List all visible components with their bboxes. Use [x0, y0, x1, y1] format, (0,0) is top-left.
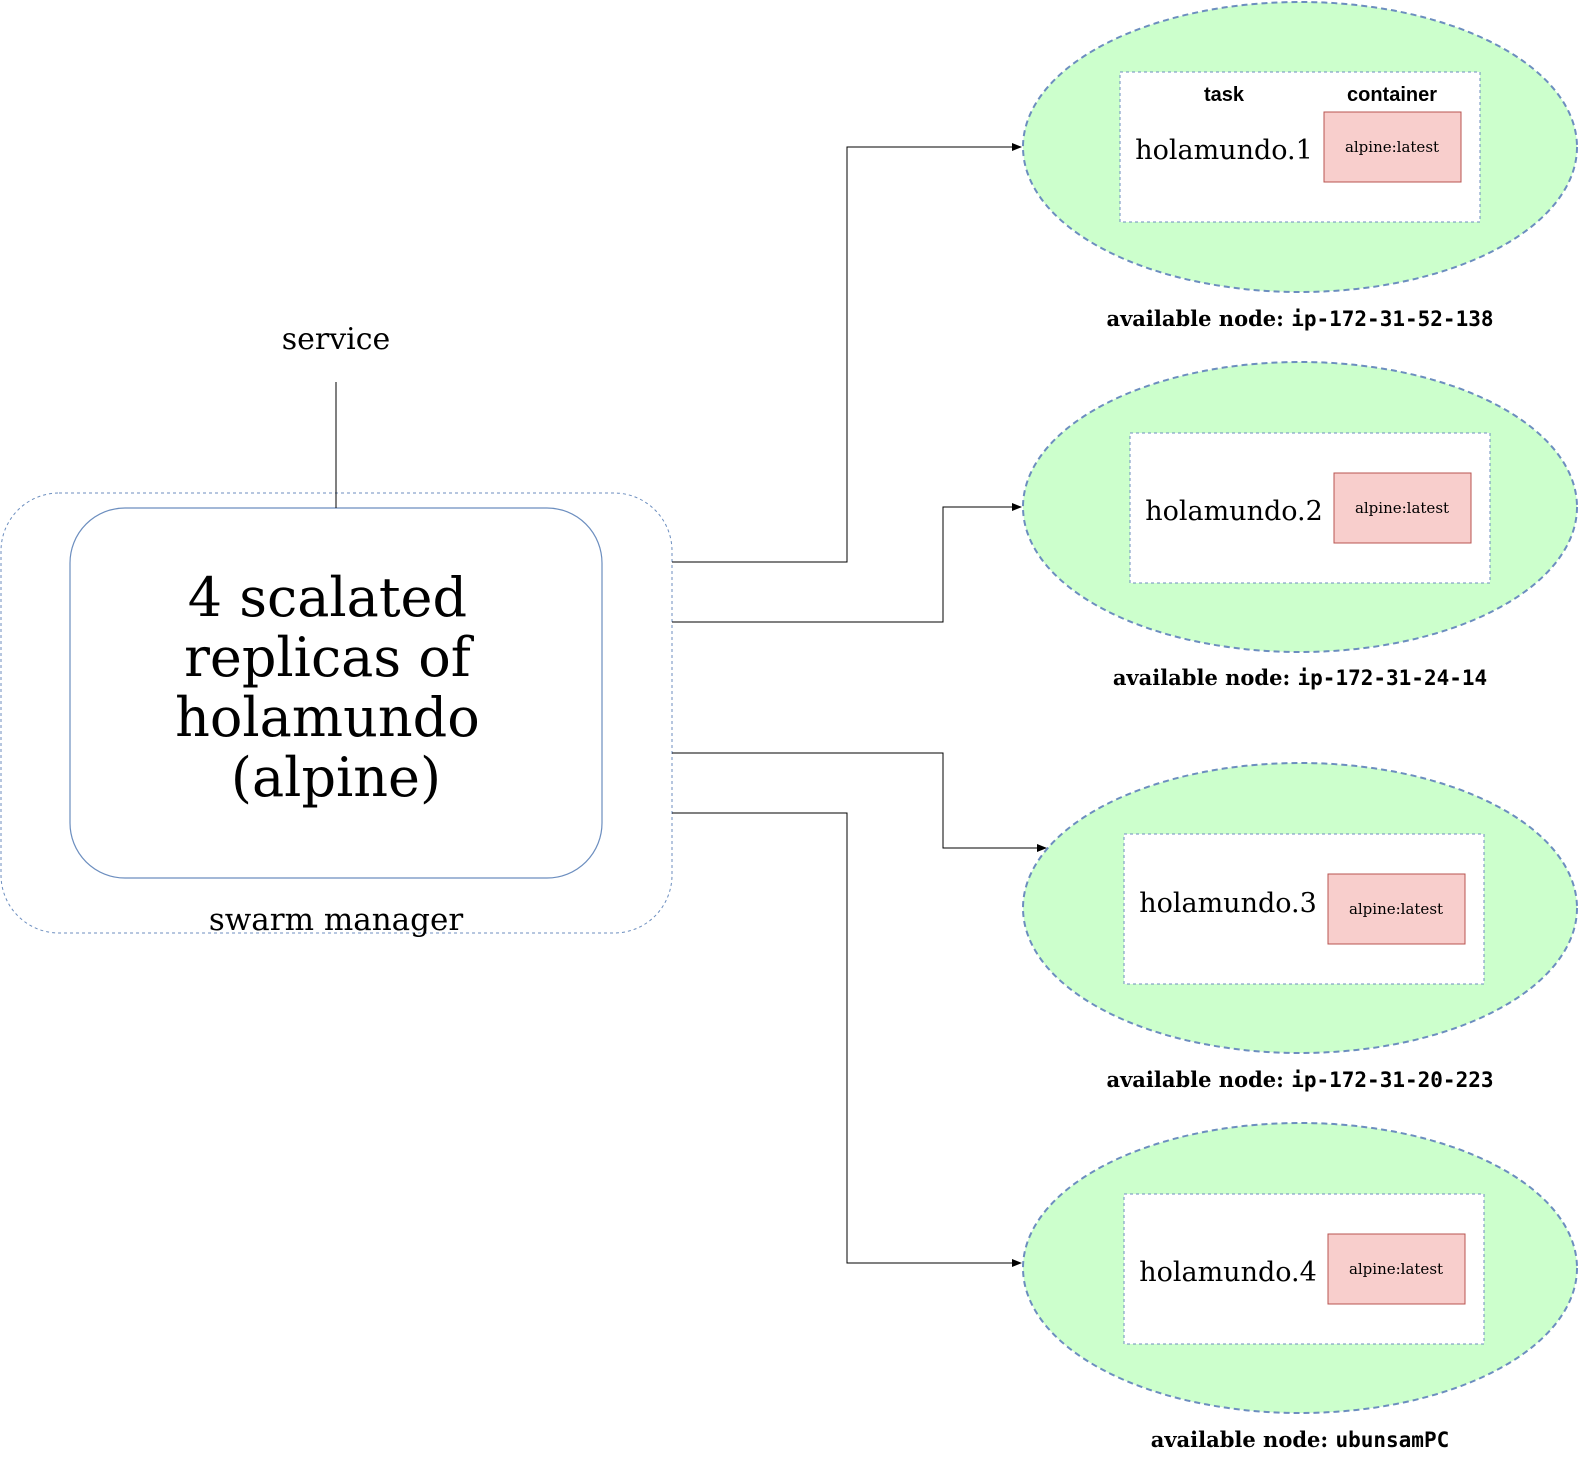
container-label: alpine:latest [1349, 900, 1443, 918]
node-name: ip-172-31-20-223 [1291, 1068, 1493, 1092]
task-column-header: task [1204, 84, 1245, 106]
node-name: ip-172-31-52-138 [1291, 307, 1493, 331]
service-text: 4 scalated replicas of holamundo (alpine… [175, 566, 497, 809]
connector-arrow-4 [672, 812, 1022, 1267]
container-box [1327, 873, 1466, 945]
container-box [1333, 472, 1472, 544]
connector-arrow-1 [672, 143, 1022, 563]
node-caption: available node: ip-172-31-24-14 [1113, 665, 1487, 690]
container-label: alpine:latest [1349, 1260, 1443, 1278]
service-text-line-3: holamundo [175, 686, 480, 749]
node-1: task container holamundo.1 alpine:latest… [1022, 1, 1578, 331]
container-box [1327, 1233, 1466, 1305]
swarm-manager-label: swarm manager [209, 902, 464, 938]
node-caption: available node: ubunsamPC [1151, 1427, 1450, 1452]
node-caption: available node: ip-172-31-20-223 [1107, 1067, 1494, 1092]
node-caption-prefix: available node: [1113, 665, 1298, 690]
task-label: holamundo.4 [1139, 1257, 1317, 1288]
task-label: holamundo.1 [1135, 135, 1313, 166]
node-caption-prefix: available node: [1151, 1427, 1336, 1452]
node-name: ip-172-31-24-14 [1298, 666, 1488, 690]
container-label: alpine:latest [1345, 138, 1439, 156]
container-box [1323, 111, 1462, 183]
node-name: ubunsamPC [1335, 1428, 1449, 1452]
node-2: holamundo.2 alpine:latest available node… [1022, 361, 1578, 690]
service-text-line-2: replicas of [184, 626, 475, 689]
task-label: holamundo.3 [1139, 888, 1317, 919]
container-label: alpine:latest [1355, 499, 1449, 517]
node-caption-prefix: available node: [1107, 306, 1292, 331]
service-text-line-4: (alpine) [231, 746, 441, 809]
node-3: holamundo.3 alpine:latest available node… [1022, 762, 1578, 1092]
container-column-header: container [1347, 84, 1437, 106]
connector-arrow-2 [672, 503, 1022, 623]
service-label: service [282, 322, 391, 357]
connector-arrow-3 [672, 752, 1047, 852]
node-4: holamundo.4 alpine:latest available node… [1022, 1122, 1578, 1452]
node-caption: available node: ip-172-31-52-138 [1107, 306, 1494, 331]
service-text-line-1: 4 scalated [188, 566, 467, 629]
task-label: holamundo.2 [1145, 496, 1323, 527]
node-caption-prefix: available node: [1107, 1067, 1292, 1092]
